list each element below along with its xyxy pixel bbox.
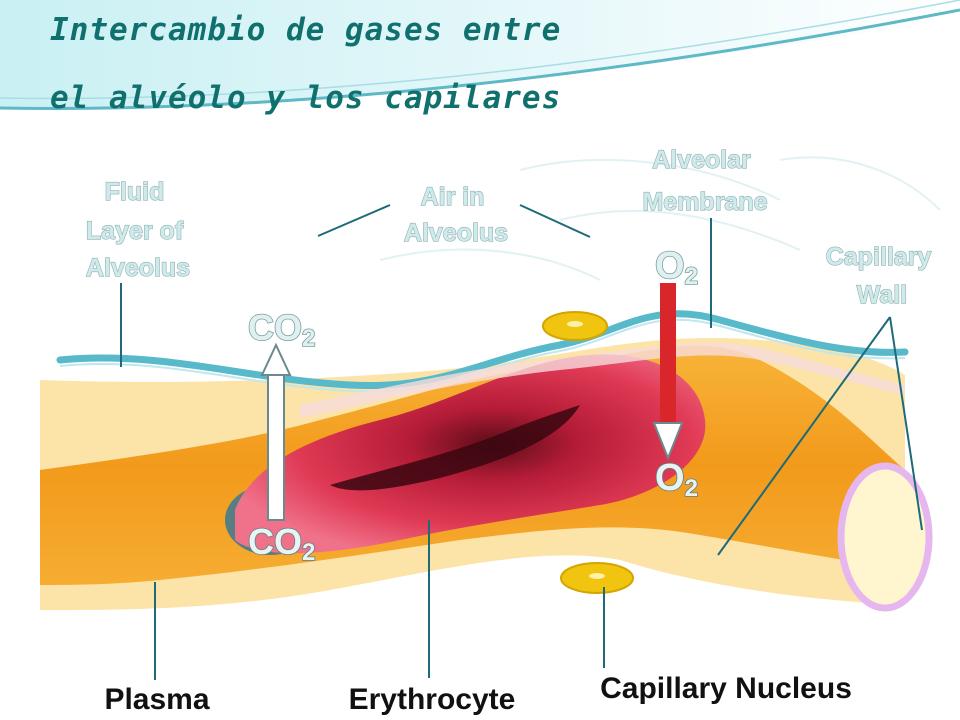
- co2-arrow: [260, 342, 292, 521]
- label-plasma: Plasma: [104, 683, 209, 716]
- label-capillary-nucleus: Capillary Nucleus: [600, 672, 852, 705]
- gas-co2-top-sub: 2: [302, 325, 315, 352]
- label-air-line1: Air in: [421, 183, 485, 211]
- capillary-wall-upper: [300, 342, 905, 418]
- gas-o2-top-base: O: [655, 245, 685, 287]
- leader-lines: [120, 204, 923, 680]
- gas-o2-bottom-base: O: [655, 457, 685, 499]
- label-capillary-wall: Capillary Wall: [826, 243, 939, 309]
- title-line-2: el alvéolo y los capilares: [50, 80, 562, 116]
- banner-swoosh: [0, 8, 960, 110]
- capillary-nucleus-bottom-inner: [589, 573, 605, 579]
- gas-co2-bottom-base: CO: [248, 521, 302, 562]
- label-air-in-alveolus: Air in Alveolus: [404, 183, 508, 247]
- alveolar-fluid-layer: [56, 310, 909, 390]
- gas-o2-bottom: O2: [655, 457, 698, 502]
- banner-swoosh-inner: [0, 0, 960, 100]
- label-air-line2: Alveolus: [404, 219, 508, 247]
- gas-o2-top: O2: [655, 245, 698, 290]
- gas-co2-top: CO2: [248, 307, 315, 352]
- gas-co2-bottom: CO2: [248, 521, 315, 566]
- banner-band: [0, 0, 960, 109]
- label-fluid-layer-line1: Fluid: [105, 178, 165, 206]
- gas-co2-bottom-sub: 2: [302, 539, 315, 566]
- o2-arrow: [652, 283, 684, 461]
- title-line-1: Intercambio de gases entre: [50, 12, 562, 48]
- title-banner: [0, 0, 960, 110]
- label-membrane-line1: Alveolar: [652, 146, 751, 174]
- erythrocyte-dark-core: [330, 405, 580, 491]
- label-cap-wall-line1: Capillary: [826, 243, 932, 271]
- vessel-end-cross-section: [837, 462, 933, 612]
- label-cap-wall-line2: Wall: [857, 281, 907, 309]
- gas-o2-bottom-sub: 2: [685, 475, 698, 502]
- gas-o2-top-sub: 2: [685, 263, 698, 290]
- label-fluid-layer-line2: Layer of: [86, 217, 184, 245]
- label-alveolar-membrane: Alveolar Membrane: [642, 146, 767, 216]
- label-fluid-layer-line3: Alveolus: [86, 254, 190, 282]
- label-fluid-layer: Fluid Layer of Alveolus: [86, 178, 190, 282]
- capillary-nucleus-top-inner: [567, 321, 583, 327]
- label-membrane-line2: Membrane: [642, 188, 767, 216]
- label-erythrocyte: Erythrocyte: [349, 683, 516, 716]
- air-swirls: [379, 156, 941, 281]
- gas-co2-top-base: CO: [248, 307, 302, 348]
- alveolar-membrane-highlight: [59, 318, 906, 393]
